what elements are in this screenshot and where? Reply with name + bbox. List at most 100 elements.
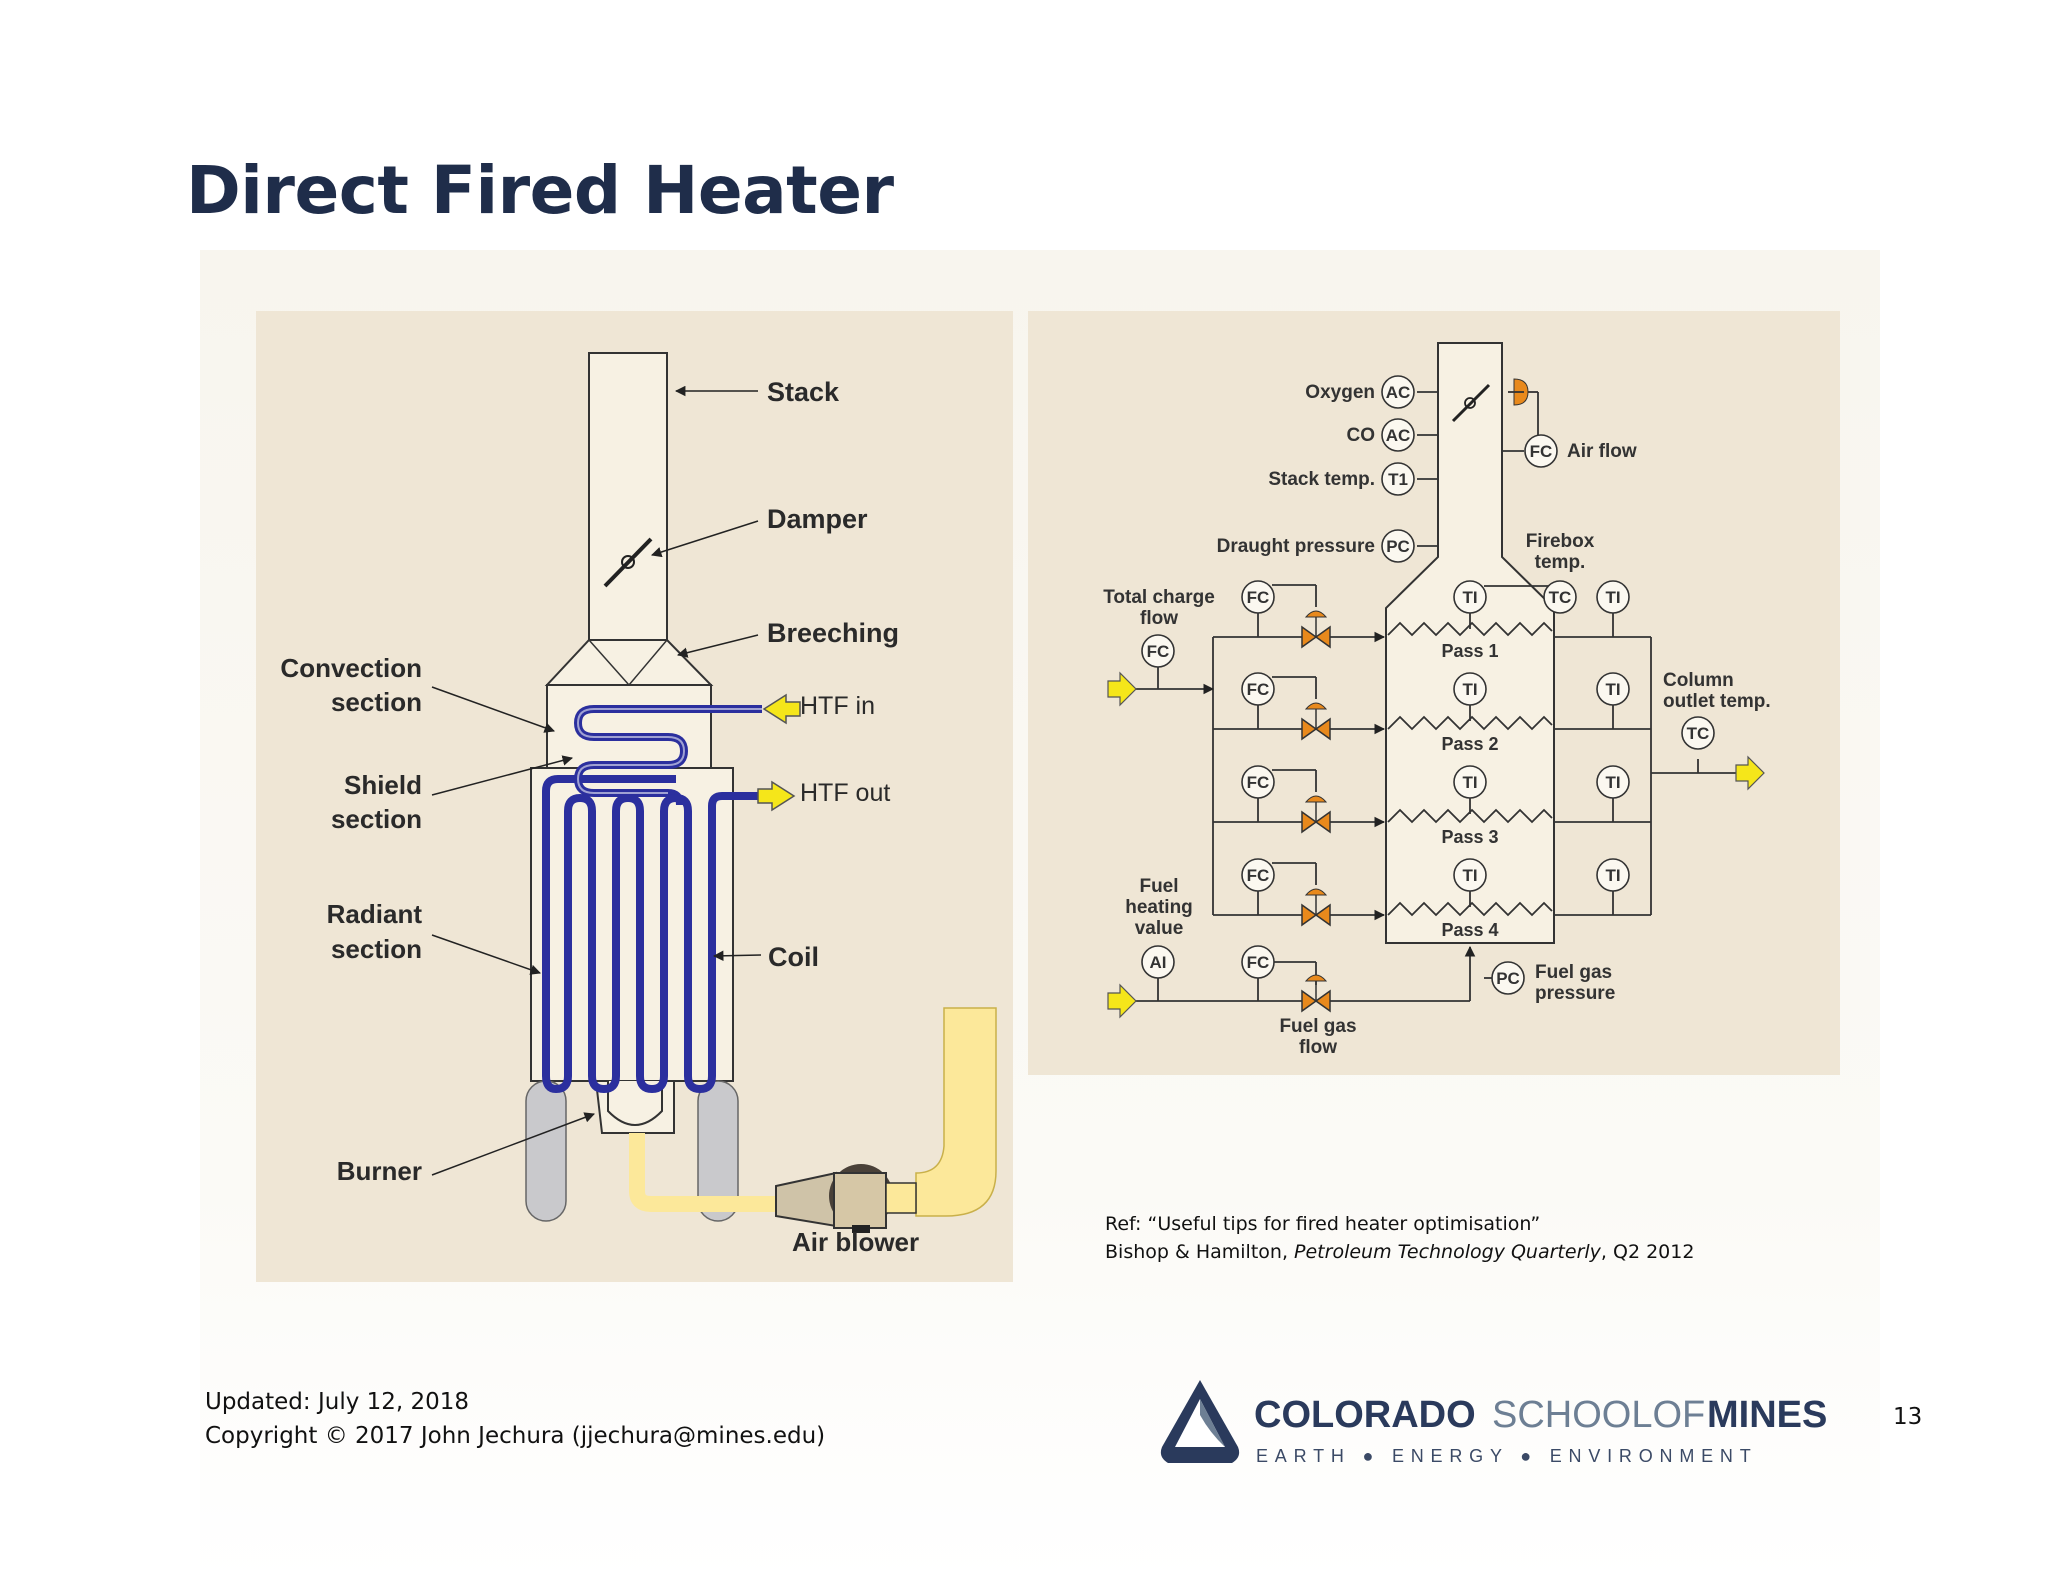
oxygen-ac-tag: AC	[1386, 383, 1411, 402]
reference-journal: Petroleum Technology Quarterly	[1294, 1241, 1601, 1263]
stack-shape	[588, 352, 668, 641]
pass3-fc-bubble	[1241, 765, 1275, 799]
firebox-label-2: temp.	[1535, 552, 1586, 573]
air-flow-label: Air flow	[1567, 441, 1637, 462]
colorado-school-of-mines-logo: COLORADO SCHOOLOF MINES EARTH ● ENERGY ●…	[1150, 1375, 1870, 1485]
fuel-gas-pressure-label-1: Fuel gas	[1535, 962, 1612, 983]
pass2-fc-tag: FC	[1247, 680, 1270, 699]
burner-leg-right	[697, 1080, 739, 1222]
copyright: Copyright © 2017 John Jechura (jjechura@…	[205, 1423, 826, 1449]
pass4-ti-bubble	[1453, 858, 1487, 892]
control-scheme-diagram: AC AC T1 PC FC FC FC FC FC FC FC AI TI T…	[1028, 311, 1840, 1075]
slide-title: Direct Fired Heater	[186, 152, 894, 229]
htf-in-label: HTF in	[800, 692, 875, 720]
shield-label-2: section	[331, 804, 422, 834]
fuel-ai-bubble	[1141, 945, 1175, 979]
pass-4-label: Pass 4	[1441, 920, 1498, 940]
outlet3-ti-tag: TI	[1605, 866, 1620, 885]
shield-label-1: Shield	[344, 770, 422, 800]
stack-label: Stack	[767, 377, 840, 407]
firebox-label-1: Firebox	[1526, 531, 1595, 552]
column-outlet-label-1: Column	[1663, 670, 1734, 691]
pass-2-label: Pass 2	[1441, 734, 1498, 754]
radiant-label-1: Radiant	[327, 899, 423, 929]
air-flow-fc-tag: FC	[1530, 442, 1553, 461]
updated-date: Updated: July 12, 2018	[205, 1389, 470, 1415]
pass4-ti-tag: TI	[1462, 866, 1477, 885]
firebox-tc-bubble	[1543, 580, 1577, 614]
pass1-fc-bubble	[1241, 580, 1275, 614]
burner-label: Burner	[337, 1156, 422, 1186]
pass4-fc-bubble	[1241, 858, 1275, 892]
outlet3-ti-bubble	[1596, 858, 1630, 892]
draught-pc-bubble	[1381, 529, 1415, 563]
reference-authors: Bishop & Hamilton,	[1105, 1241, 1295, 1263]
co-ac-bubble	[1381, 418, 1415, 452]
outlet1-ti-tag: TI	[1605, 680, 1620, 699]
fuel-gas-flow-label-1: Fuel gas	[1279, 1016, 1356, 1037]
firebox-ti-tag: TI	[1605, 588, 1620, 607]
heater-body	[1385, 342, 1555, 944]
pass-3-label: Pass 3	[1441, 827, 1498, 847]
total-charge-label-2: flow	[1140, 608, 1178, 629]
air-blower-label: Air blower	[792, 1227, 919, 1257]
fuel-gas-pressure-label-2: pressure	[1535, 983, 1615, 1004]
outlet2-ti-tag: TI	[1605, 773, 1620, 792]
breeching-label: Breeching	[767, 618, 899, 648]
pass3-fc-tag: FC	[1247, 773, 1270, 792]
damper-shape	[603, 537, 653, 588]
fuel-ai-tag: AI	[1150, 953, 1167, 972]
pass3-ti-bubble	[1453, 765, 1487, 799]
radiant-box	[530, 767, 734, 1082]
convection-label-2: section	[331, 687, 422, 717]
reference-citation: Ref: “Useful tips for fired heater optim…	[1105, 1210, 1694, 1266]
mines-logo-mark	[1160, 1380, 1240, 1463]
breeching-shape	[544, 639, 714, 686]
control-scheme-drawing: AC AC T1 PC FC FC FC FC FC FC FC AI TI T…	[1103, 342, 1771, 1058]
pass1-ti-bubble	[1453, 580, 1487, 614]
pass-1-label: Pass 1	[1441, 641, 1498, 661]
column-outlet-label-2: outlet temp.	[1663, 691, 1771, 712]
stack-temp-bubble	[1381, 462, 1415, 496]
pass1-fc-tag: FC	[1247, 588, 1270, 607]
charge-inlet-arrow	[1107, 671, 1137, 707]
damper-label: Damper	[767, 504, 868, 534]
firebox-ti-bubble	[1596, 580, 1630, 614]
column-tc-bubble	[1681, 716, 1715, 750]
air-intake	[915, 1007, 997, 1217]
fired-heater-drawing: Stack Damper Breeching Convection sectio…	[280, 352, 997, 1257]
charge-fc-bubble	[1141, 634, 1175, 668]
reference-issue: , Q2 2012	[1600, 1241, 1695, 1263]
outlet1-ti-bubble	[1596, 672, 1630, 706]
htf-out-label: HTF out	[800, 779, 890, 807]
fired-heater-diagram: Stack Damper Breeching Convection sectio…	[256, 311, 1013, 1282]
burner-leg-left	[525, 1080, 567, 1222]
logo-tagline: EARTH ● ENERGY ● ENVIRONMENT	[1256, 1446, 1758, 1466]
htf-out-arrow	[757, 780, 796, 812]
pass4-fc-tag: FC	[1247, 866, 1270, 885]
fuel-heating-label-3: value	[1135, 918, 1184, 939]
fuel-gas-flow-label-2: flow	[1299, 1037, 1337, 1058]
coil-label: Coil	[768, 942, 819, 972]
logo-colorado: COLORADO	[1254, 1394, 1476, 1436]
draught-pressure-label: Draught pressure	[1217, 536, 1375, 557]
fuel-fc-bubble	[1241, 945, 1275, 979]
control-valves	[1301, 610, 1331, 1013]
air-duct	[629, 1133, 784, 1212]
co-label: CO	[1347, 425, 1376, 446]
air-blower	[775, 1164, 917, 1233]
oxygen-label: Oxygen	[1305, 382, 1375, 403]
co-ac-tag: AC	[1386, 426, 1411, 445]
fuel-pc-bubble	[1491, 961, 1525, 995]
logo-school-of: SCHOOLOF	[1492, 1394, 1705, 1436]
htf-in-arrow	[762, 693, 801, 725]
outlet2-ti-bubble	[1596, 765, 1630, 799]
stack-temp-tag: T1	[1388, 470, 1408, 489]
oxygen-ac-bubble	[1381, 375, 1415, 409]
convection-label-1: Convection	[280, 653, 422, 683]
fuel-pc-tag: PC	[1496, 969, 1520, 988]
pass-zigzags	[1387, 621, 1553, 917]
fuel-heating-label-1: Fuel	[1139, 876, 1178, 897]
pass3-ti-tag: TI	[1462, 773, 1477, 792]
reference-source: Bishop & Hamilton, Petroleum Technology …	[1105, 1238, 1694, 1266]
